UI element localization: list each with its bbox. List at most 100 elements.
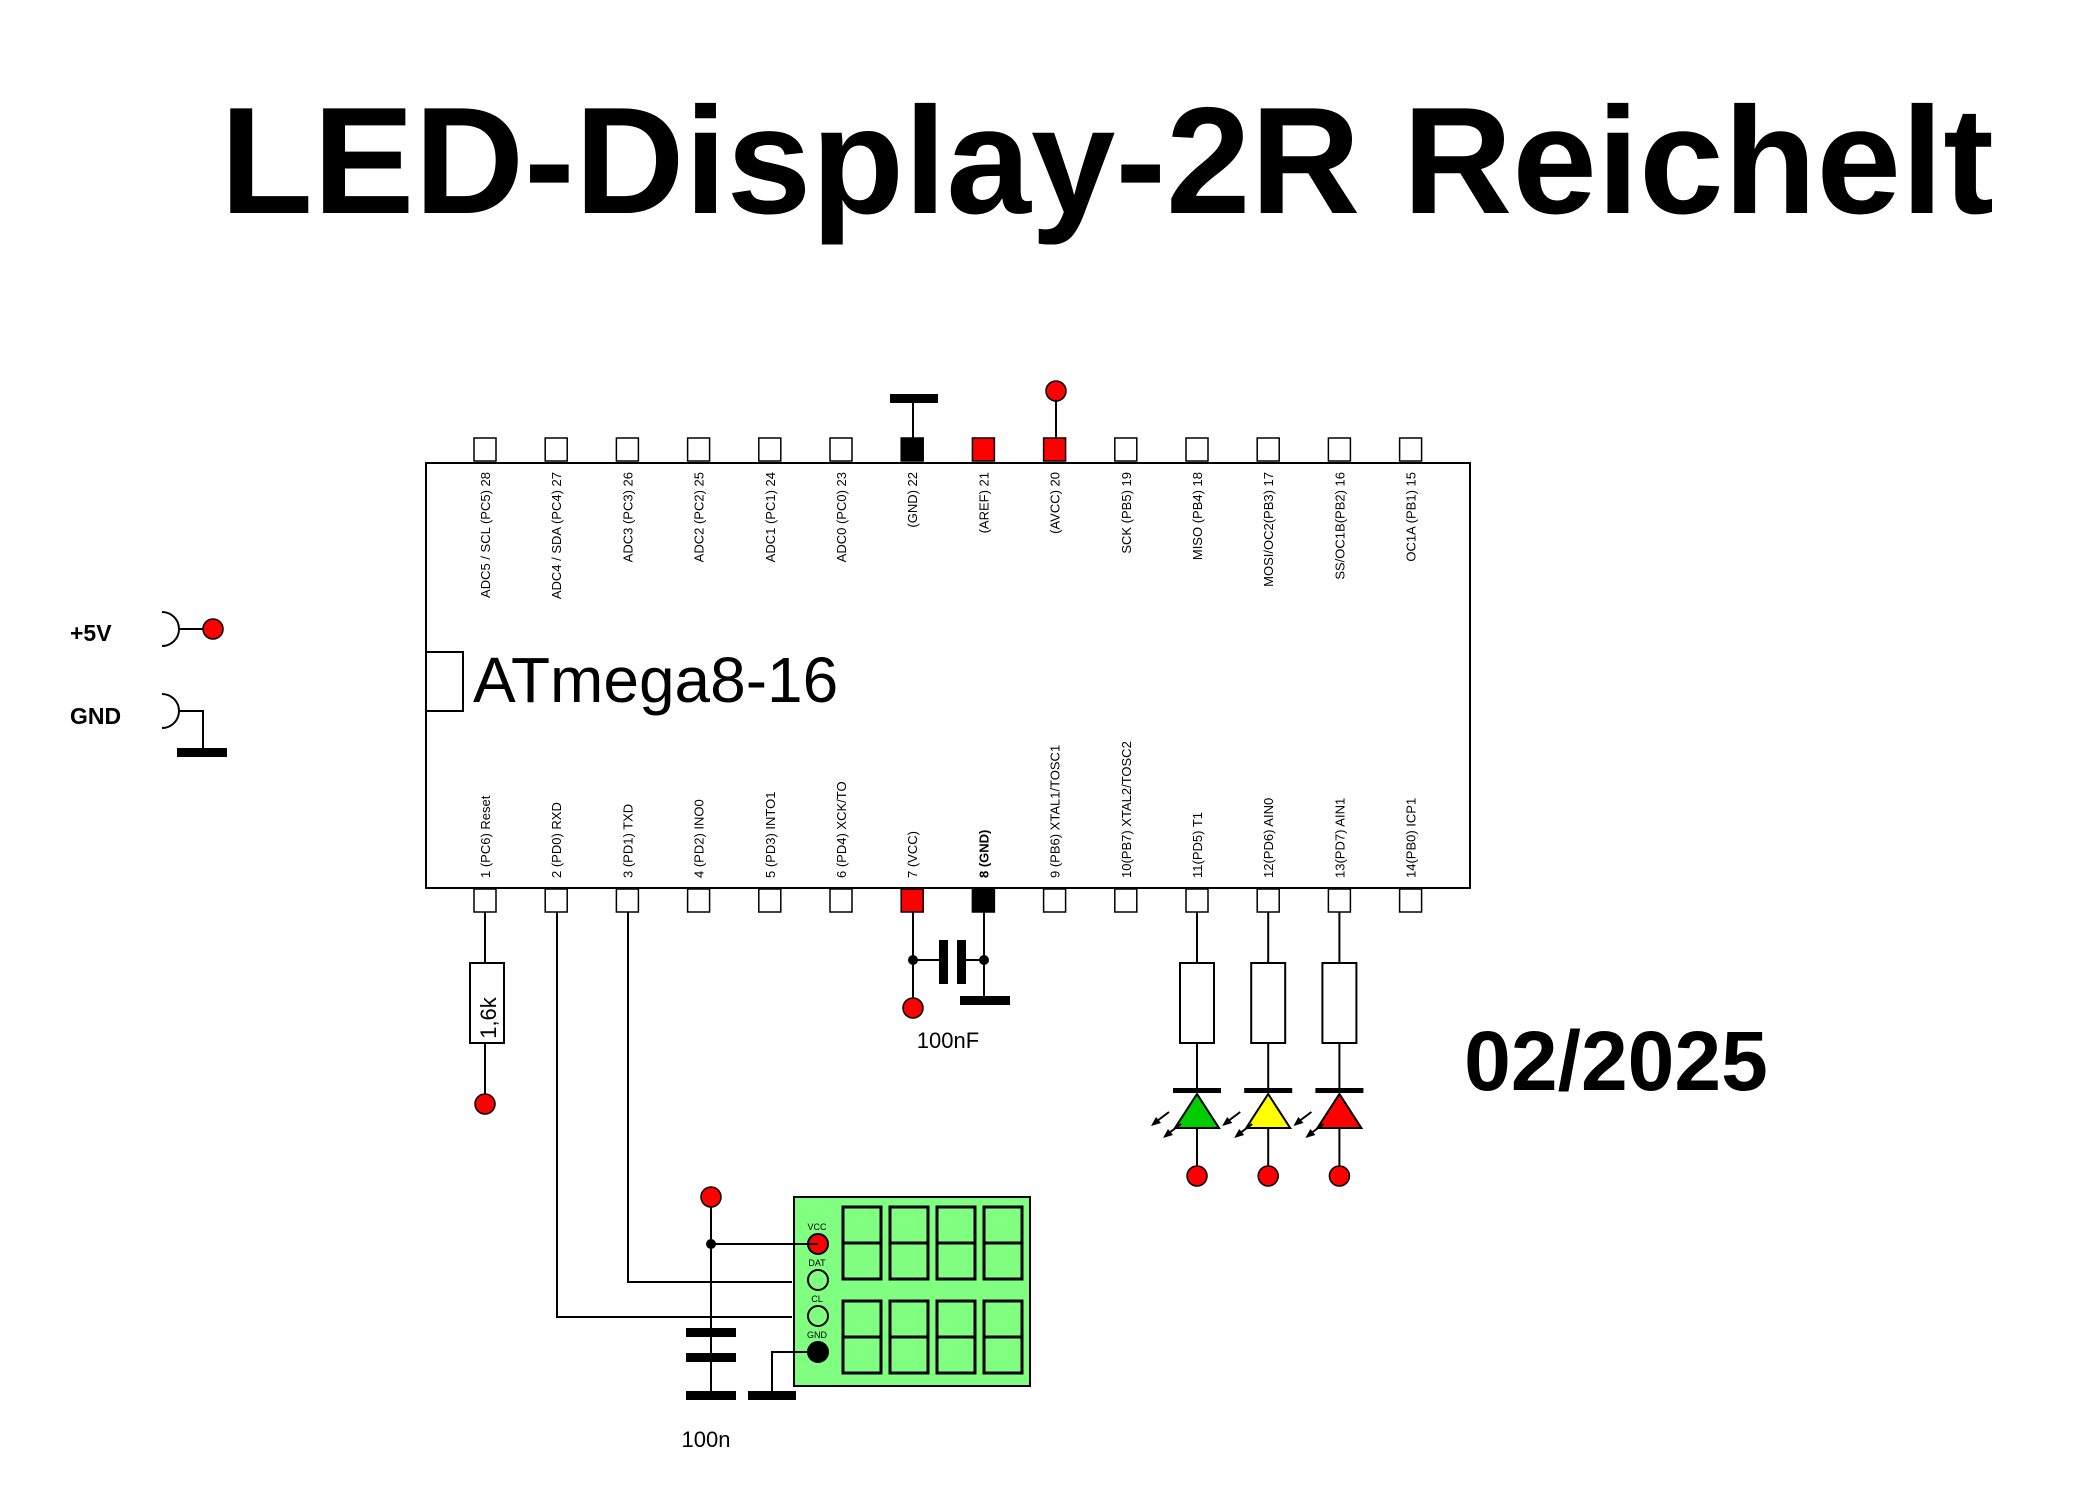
ground-bar [960, 996, 1010, 1005]
led-red [1293, 912, 1364, 1187]
display-pin-dat: DAT [807, 1258, 829, 1291]
chip-bottom-pin: 7 (VCC) [900, 831, 924, 913]
supply-dot [202, 618, 224, 640]
chip-bottom-pin-label: 14(PB0) ICP1 [1404, 798, 1419, 878]
chip-top-pin-label: ADC4 / SDA (PC4) 27 [549, 472, 564, 599]
chip-top-pin-label: MOSI/OC2(PB3) 17 [1261, 472, 1276, 587]
led-diode-symbol [1173, 1092, 1221, 1129]
legend-plus5v: +5V [70, 611, 224, 647]
led-resistor [1179, 962, 1215, 1044]
pin22-ground-symbol [890, 394, 938, 438]
chip-top-pin-label: (AVCC) 20 [1048, 472, 1063, 534]
display-pin-label: DAT [808, 1258, 826, 1268]
supply-dot [700, 1186, 722, 1208]
led-resistor [1321, 962, 1358, 1044]
supply-dot [1328, 1165, 1351, 1187]
chip-bottom-pin-label: 1 (PC6) Reset [478, 795, 493, 878]
chip-bottom-pin-label: 6 (PD4) XCK/TO [834, 781, 849, 878]
chip-body [425, 462, 1471, 889]
chip-bottom-pin-label: 5 (PD3) INTO1 [763, 792, 778, 878]
chip-bottom-pin: 4 (PD2) INO0 [686, 799, 711, 913]
chip-top-pin-label: ADC3 (PC3) 26 [620, 472, 635, 562]
chip-top-pin: ADC3 (PC3) 26 [615, 437, 640, 562]
led-green [1151, 912, 1221, 1187]
chip-bottom-pin: 3 (PD1) TXD [615, 804, 640, 913]
chip-bottom-pin-label: 9 (PB6) XTAL1/TOSC1 [1048, 745, 1063, 878]
legend-gnd-label: GND [70, 703, 121, 729]
display-capacitor-value: 100n [682, 1427, 731, 1452]
chip-top-pin: ADC4 / SDA (PC4) 27 [544, 437, 568, 599]
display-board [793, 1196, 1031, 1387]
chip-top-pin: ADC0 (PC0) 23 [829, 437, 853, 562]
chip-top-pin: ADC1 (PC1) 24 [758, 437, 782, 562]
seven-segment-digit [888, 1299, 930, 1375]
ground-bar [686, 1391, 736, 1400]
chip-top-pin-label: ADC1 (PC1) 24 [763, 472, 778, 562]
vcc-capacitor-value: 100nF [917, 1028, 979, 1053]
legend-plus5v-label: +5V [70, 620, 112, 646]
chip-name: ATmega8-16 [473, 644, 838, 716]
chip-top-pin: (AVCC) 20 [1042, 437, 1067, 534]
chip-bottom-pin: 8 (GND) [971, 830, 996, 913]
chip-bottom-pin: 10(PB7) XTAL2/TOSC2 [1114, 741, 1138, 913]
seven-segment-digit [841, 1205, 883, 1281]
seven-segment-digit [935, 1299, 977, 1375]
chip-top-pin: SS/OC1B(PB2) 16 [1327, 437, 1352, 580]
display-pin-label: CL [811, 1294, 823, 1304]
led-display-module: VCC DAT CL GND [793, 1196, 1031, 1387]
led-diode-symbol [1244, 1092, 1293, 1129]
chip-bottom-pin-label: 7 (VCC) [905, 831, 920, 878]
chip-top-pin-label: (GND) 22 [905, 472, 920, 528]
chip-bottom-pin: 14(PB0) ICP1 [1398, 798, 1423, 913]
chip-bottom-pin-label: 10(PB7) XTAL2/TOSC2 [1119, 741, 1134, 878]
chip-bottom-pin-label: 2 (PD0) RXD [549, 802, 564, 878]
seven-segment-digit [841, 1299, 883, 1375]
chip-top-pin: ADC2 (PC2) 25 [686, 437, 711, 562]
date-label: 02/2025 [1464, 1014, 1768, 1108]
chip-top-pins: ADC5 / SCL (PC5) 28 ADC4 / SDA (PC4) 27 AD… [473, 437, 1423, 599]
chip-top-pin-label: ADC2 (PC2) 25 [692, 472, 707, 562]
supply-dot [1186, 1165, 1208, 1187]
display-pin-label: GND [807, 1330, 828, 1340]
supply-dot [1257, 1165, 1279, 1187]
supply-dot [902, 997, 924, 1019]
chip-bottom-pin-label: 12(PD6) AIN0 [1261, 798, 1276, 878]
chip-top-pin-label: MISO (PB4) 18 [1190, 472, 1205, 560]
chip-bottom-pin-label: 3 (PD1) TXD [620, 804, 635, 878]
vcc-decoupling-capacitor: 100nF [902, 912, 1010, 1053]
chip-bottom-pin: 1 (PC6) Reset [473, 795, 497, 913]
chip-bottom-pin: 12(PD6) AIN0 [1256, 798, 1280, 913]
led-yellow [1222, 912, 1293, 1187]
chip-top-pin-label: ADC5 / SCL (PC5) 28 [478, 472, 493, 598]
chip-top-pin: OC1A (PB1) 15 [1398, 437, 1423, 562]
led-resistor [1250, 962, 1287, 1044]
rxd-wire [556, 912, 792, 1318]
chip-top-pin-label: OC1A (PB1) 15 [1404, 472, 1419, 562]
reset-resistor: 1,6k [469, 912, 505, 1115]
chip-bottom-pin-label: 8 (GND) [976, 830, 991, 878]
ground-bar [177, 748, 227, 757]
display-supply-wiring: 100n [682, 1186, 818, 1452]
display-pin-vcc: VCC [807, 1222, 829, 1255]
chip-bottom-pin-label: 11(PD5) T1 [1190, 812, 1205, 878]
chip-bottom-pin: 11(PD5) T1 [1185, 812, 1209, 913]
led-diode-symbol [1315, 1092, 1364, 1129]
seven-segment-digit [982, 1205, 1024, 1281]
display-pin-gnd: GND [807, 1330, 829, 1363]
chip-bottom-pin-label: 13(PD7) AIN1 [1332, 798, 1347, 878]
txd-wire [627, 912, 792, 1283]
chip-top-pin-label: SS/OC1B(PB2) 16 [1332, 472, 1347, 580]
chip-top-pin: ADC5 / SCL (PC5) 28 [473, 437, 497, 598]
chip-bottom-pin-label: 4 (PD2) INO0 [692, 799, 707, 878]
display-pin-cl: CL [807, 1294, 829, 1327]
chip-top-pin: (AREF) 21 [971, 437, 996, 533]
display-pin-label: VCC [807, 1222, 827, 1232]
seven-segment-digit [982, 1299, 1024, 1375]
chip-top-pin-label: ADC0 (PC0) 23 [834, 472, 849, 562]
supply-dot [474, 1093, 496, 1115]
seven-segment-digit [888, 1205, 930, 1281]
chip-bottom-pin: 6 (PD4) XCK/TO [829, 781, 853, 913]
chip-top-pin: MOSI/OC2(PB3) 17 [1256, 437, 1280, 587]
chip-top-pin: (GND) 22 [900, 437, 924, 528]
